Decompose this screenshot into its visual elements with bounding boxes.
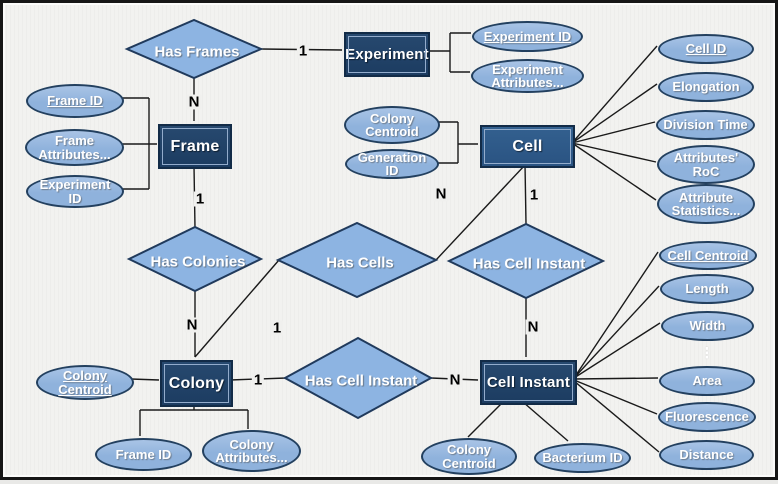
attribute-length: Length bbox=[660, 274, 754, 304]
attribute-distance-label: Distance bbox=[679, 447, 734, 463]
attribute-area: Area bbox=[659, 366, 755, 396]
attribute-cell-centroid-label: Cell Centroid bbox=[667, 247, 749, 263]
attribute-cell-centroid: Cell Centroid bbox=[659, 241, 757, 270]
attribute-bacterium-id: Bacterium ID bbox=[534, 443, 631, 473]
attribute-experiment-id-label: Experiment ID bbox=[483, 28, 572, 44]
diamond-has-cell-instant-upper bbox=[446, 222, 606, 300]
cardinality-has-cell-instant-cell-instant: N bbox=[525, 318, 541, 336]
attribute-colony-centroid-of-cell-instant: Colony Centroid bbox=[421, 438, 517, 475]
entity-cell-label: Cell bbox=[512, 137, 543, 155]
attribute-colony-centroid-key-label: Colony Centroid bbox=[58, 368, 112, 397]
entity-cell-instant: Cell Instant bbox=[480, 360, 577, 405]
attribute-colony-centroid-of-cell-instant-label: Colony Centroid bbox=[442, 442, 496, 471]
attribute-distance: Distance bbox=[659, 440, 754, 470]
diamond-has-colonies bbox=[126, 225, 264, 293]
connector-layer bbox=[120, 18, 661, 453]
entity-colony-label: Colony bbox=[168, 374, 225, 392]
entity-frame-label: Frame bbox=[170, 137, 220, 155]
attribute-experiment-attributes-label: Experiment Attributes... bbox=[491, 61, 564, 90]
cardinality-has-frames-frame: N bbox=[186, 93, 202, 111]
link-cellinstant-cellcentroid bbox=[573, 251, 659, 379]
attribute-frame-id-label: Frame ID bbox=[47, 93, 103, 109]
cardinality-colony-has-cell-instant: 1 bbox=[251, 371, 265, 389]
attribute-cell-id: Cell ID bbox=[658, 34, 754, 64]
link-cell-divisiontime bbox=[571, 121, 656, 144]
link-hascells-cell bbox=[435, 164, 526, 261]
attribute-elongation-label: Elongation bbox=[672, 79, 740, 95]
diamond-has-cell-instant-lower bbox=[282, 336, 434, 420]
attribute-fluorescence: Fluorescence bbox=[658, 402, 756, 432]
attribute-experiment-attributes: Experiment Attributes... bbox=[471, 59, 584, 93]
cardinality-colony-has-cells: 1 bbox=[270, 319, 284, 337]
attribute-frame-attributes-label: Frame Attributes... bbox=[38, 133, 111, 162]
cardinality-frame-has-colonies: 1 bbox=[193, 190, 207, 208]
attribute-attributes-roc: Attributes' RoC bbox=[657, 145, 755, 184]
link-cellinstant-length bbox=[573, 285, 660, 379]
cardinality-cell-has-cell-instant: 1 bbox=[527, 186, 541, 204]
attribute-generation-id-label: Generation ID bbox=[357, 149, 427, 178]
attribute-division-time: Division Time bbox=[656, 110, 755, 140]
vertical-ellipsis-icon: ⋮ bbox=[699, 345, 715, 362]
attribute-colony-attributes: Colony Attributes... bbox=[202, 430, 301, 472]
attribute-fluorescence-label: Fluorescence bbox=[665, 409, 749, 425]
attribute-frame-id-of-colony: Frame ID bbox=[95, 438, 192, 471]
entity-frame: Frame bbox=[158, 124, 232, 169]
attribute-width: Width bbox=[661, 311, 754, 341]
diamond-has-frames bbox=[124, 18, 264, 80]
attribute-frame-id: Frame ID bbox=[26, 84, 124, 118]
link-cellinstant-area bbox=[573, 377, 659, 380]
cardinality-has-cell-instant-lower-cell-instant: N bbox=[447, 371, 463, 389]
cardinality-experiment-has-frames: 1 bbox=[296, 42, 310, 60]
attribute-cell-id-label: Cell ID bbox=[685, 41, 727, 57]
attribute-bacterium-id-label: Bacterium ID bbox=[542, 450, 623, 466]
attribute-width-label: Width bbox=[689, 318, 726, 334]
attribute-experiment-id: Experiment ID bbox=[472, 21, 583, 52]
link-colonycentroidpk-colony bbox=[130, 378, 160, 381]
link-hascells-colony bbox=[194, 259, 280, 358]
attribute-frame-id-of-colony-label: Frame ID bbox=[115, 446, 172, 462]
attribute-elongation: Elongation bbox=[658, 72, 754, 102]
attribute-area-label: Area bbox=[692, 373, 722, 389]
link-cell-cellid bbox=[571, 45, 658, 144]
link-cellinstant-fluorescence bbox=[573, 379, 658, 415]
attribute-attribute-statistics: Attribute Statistics... bbox=[657, 184, 755, 224]
entity-experiment-label: Experiment bbox=[345, 46, 429, 63]
link-cellinstant-colonycentroid bbox=[467, 401, 504, 438]
attribute-division-time-label: Division Time bbox=[663, 117, 748, 133]
cardinality-has-cells-cell: N bbox=[433, 185, 449, 203]
link-cellinstant-bacteriumid bbox=[522, 401, 569, 442]
diamond-has-cells bbox=[275, 221, 439, 299]
attribute-colony-centroid-key: Colony Centroid bbox=[36, 365, 134, 400]
entity-experiment: Experiment bbox=[344, 32, 430, 77]
cardinality-has-colonies-colony: N bbox=[184, 316, 200, 334]
attribute-colony-attributes-label: Colony Attributes... bbox=[215, 436, 288, 465]
link-cell-attributestatistics bbox=[571, 142, 657, 201]
attribute-length-label: Length bbox=[685, 281, 729, 297]
link-cellinstant-width bbox=[573, 322, 661, 379]
attribute-attributes-roc-label: Attributes' RoC bbox=[673, 150, 739, 179]
link-cell-hascellinstant bbox=[524, 163, 527, 225]
entity-cell: Cell bbox=[480, 125, 575, 168]
attribute-colony-centroid-of-cell: Colony Centroid bbox=[344, 106, 440, 144]
attribute-attribute-statistics-label: Attribute Statistics... bbox=[671, 189, 741, 218]
attribute-experiment-id-of-frame: Experiment ID bbox=[26, 175, 124, 208]
entity-colony: Colony bbox=[160, 360, 233, 407]
attribute-generation-id: Generation ID bbox=[345, 149, 439, 179]
attribute-colony-centroid-of-cell-label: Colony Centroid bbox=[365, 110, 419, 139]
attribute-experiment-id-of-frame-label: Experiment ID bbox=[39, 177, 111, 206]
link-cellinstant-distance bbox=[573, 380, 660, 453]
attribute-frame-attributes: Frame Attributes... bbox=[25, 129, 124, 166]
link-cell-attributesroc bbox=[571, 142, 657, 163]
link-cell-elongation bbox=[571, 83, 658, 144]
entity-cell-instant-label: Cell Instant bbox=[486, 374, 571, 391]
